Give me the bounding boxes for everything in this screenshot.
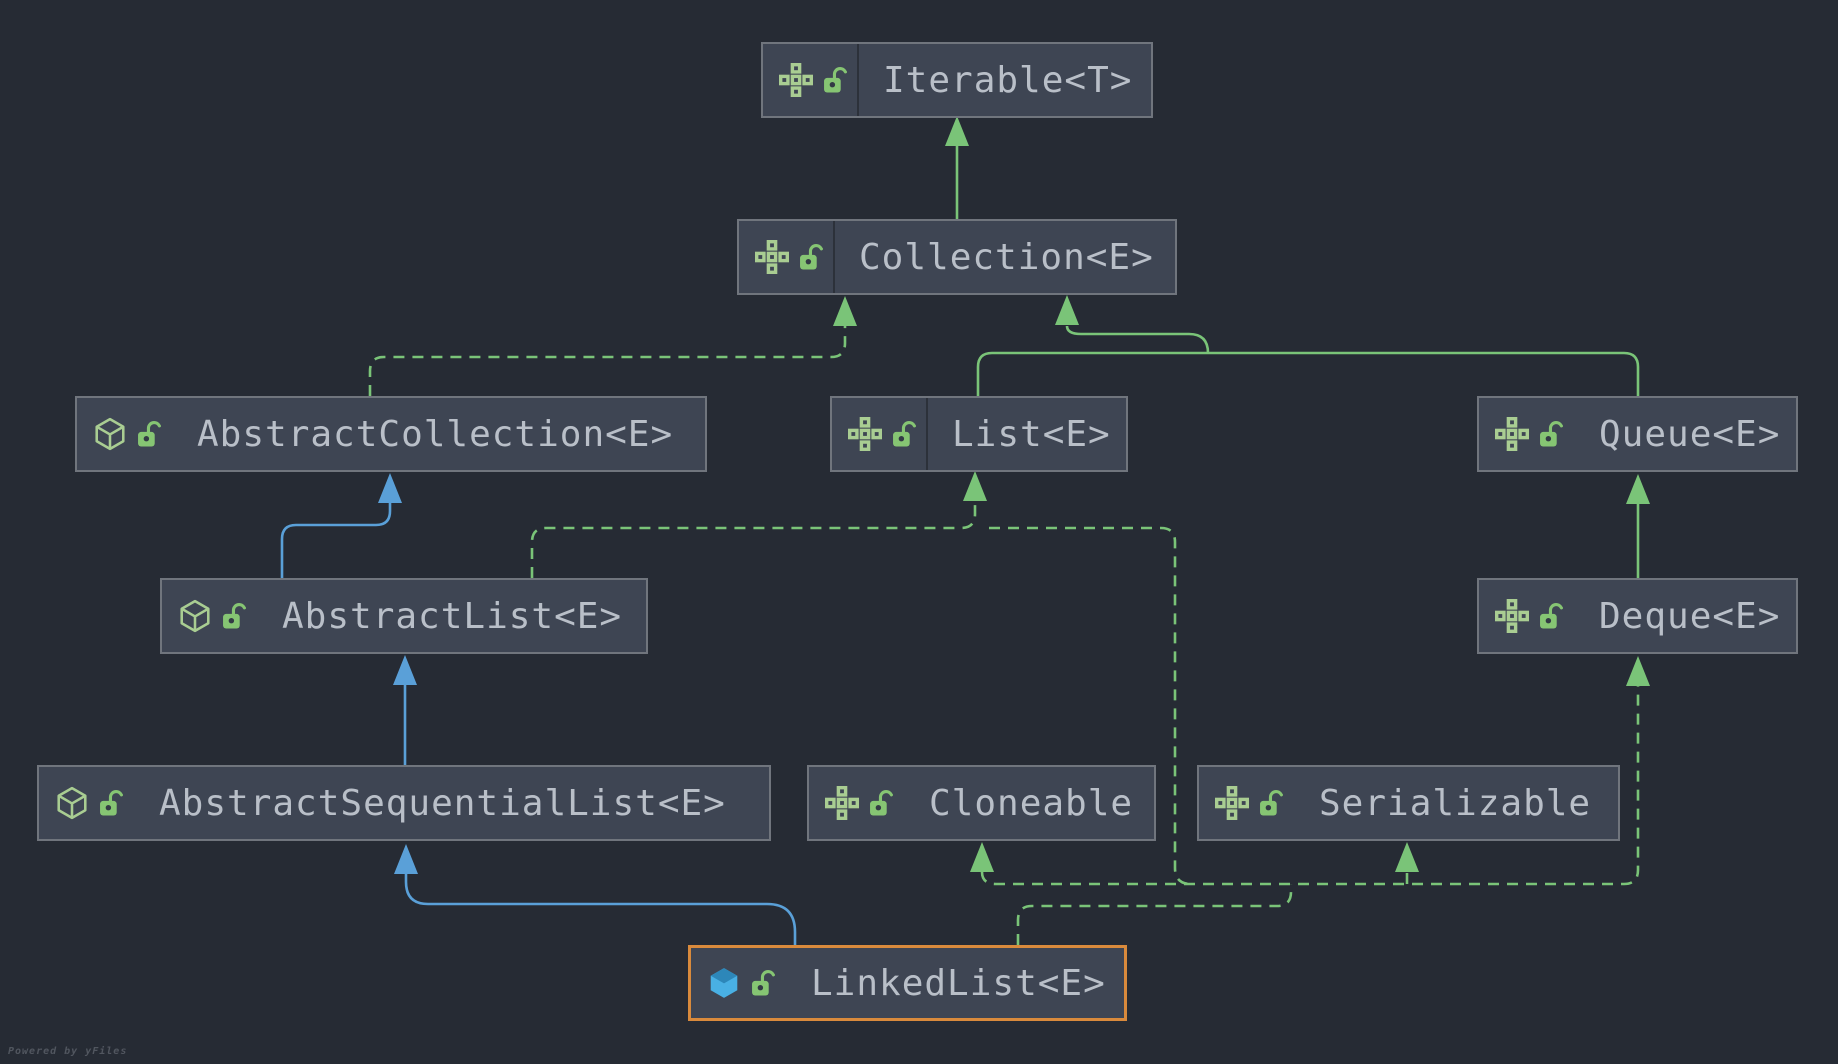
node-linkedlist-selected[interactable]: LinkedList<E> — [688, 945, 1127, 1021]
node-icon-cell — [809, 767, 905, 839]
node-label: Iterable<T> — [883, 59, 1133, 101]
node-abstractsequentiallist[interactable]: AbstractSequentialList<E> — [37, 765, 771, 841]
abstract-class-icon — [54, 786, 90, 820]
edge-linkedlist-implements-serializable[interactable] — [1395, 842, 1419, 884]
unlocked-padlock-icon — [751, 968, 776, 998]
node-collection[interactable]: Collection<E> — [737, 219, 1177, 295]
unlocked-padlock-icon — [869, 788, 894, 818]
node-iterable[interactable]: Iterable<T> — [761, 42, 1153, 118]
abstract-class-icon — [177, 599, 213, 633]
node-icon-cell — [1479, 580, 1575, 652]
node-label: LinkedList<E> — [811, 962, 1106, 1004]
node-label: AbstractList<E> — [282, 595, 623, 637]
interface-icon — [824, 786, 860, 820]
edge-linkedlist-implements-list[interactable] — [989, 526, 1192, 886]
node-icon-cell — [39, 767, 135, 839]
interface-icon — [1214, 786, 1250, 820]
unlocked-padlock-icon — [137, 419, 162, 449]
node-serializable[interactable]: Serializable — [1197, 765, 1620, 841]
edge-list-queue-extends-collection[interactable] — [976, 295, 1640, 396]
interface-icon — [754, 240, 790, 274]
interface-icon — [1494, 417, 1530, 451]
unlocked-padlock-icon — [823, 65, 848, 95]
node-deque[interactable]: Deque<E> — [1477, 578, 1798, 654]
edge-linkedlist-implements-stem[interactable] — [1016, 884, 1293, 945]
unlocked-padlock-icon — [222, 601, 247, 631]
powered-by-yfiles-watermark: Powered by yFiles — [8, 1046, 128, 1057]
node-icon-cell — [1199, 767, 1295, 839]
node-queue[interactable]: Queue<E> — [1477, 396, 1798, 472]
node-cloneable[interactable]: Cloneable — [807, 765, 1156, 841]
edge-asl-extends-abstractlist[interactable] — [393, 655, 417, 765]
node-label: AbstractCollection<E> — [197, 413, 674, 455]
node-icon-cell — [763, 44, 859, 116]
edge-abstractlist-implements-list[interactable] — [530, 471, 987, 578]
node-label: Deque<E> — [1599, 595, 1781, 637]
node-icon-cell — [77, 398, 173, 470]
unlocked-padlock-icon — [1259, 788, 1284, 818]
node-abstractcollection[interactable]: AbstractCollection<E> — [75, 396, 707, 472]
node-icon-cell — [739, 221, 835, 293]
abstract-class-icon — [92, 417, 128, 451]
node-list[interactable]: List<E> — [830, 396, 1128, 472]
node-abstractlist[interactable]: AbstractList<E> — [160, 578, 648, 654]
node-label: Cloneable — [929, 782, 1134, 824]
node-icon-cell — [162, 580, 258, 652]
unlocked-padlock-icon — [1539, 601, 1564, 631]
node-label: Queue<E> — [1599, 413, 1781, 455]
edge-linkedlist-implements-cloneable-deque-channel[interactable] — [970, 656, 1650, 886]
edge-abstractlist-extends-abstractcollection[interactable] — [280, 473, 402, 578]
class-icon — [706, 966, 742, 1000]
edge-deque-extends-queue[interactable] — [1626, 474, 1650, 578]
node-label: Serializable — [1319, 782, 1592, 824]
edge-linkedlist-extends-asl[interactable] — [394, 844, 797, 945]
edge-abstractcollection-implements-collection[interactable] — [368, 296, 857, 396]
node-icon-cell — [1479, 398, 1575, 470]
unlocked-padlock-icon — [799, 242, 824, 272]
node-label: List<E> — [952, 413, 1111, 455]
node-label: Collection<E> — [859, 236, 1154, 278]
interface-icon — [1494, 599, 1530, 633]
unlocked-padlock-icon — [1539, 419, 1564, 449]
interface-icon — [847, 417, 883, 451]
node-icon-cell — [832, 398, 928, 470]
interface-icon — [778, 63, 814, 97]
unlocked-padlock-icon — [99, 788, 124, 818]
node-label: AbstractSequentialList<E> — [159, 782, 726, 824]
edge-collection-extends-iterable[interactable] — [945, 116, 969, 219]
unlocked-padlock-icon — [892, 419, 917, 449]
node-icon-cell — [691, 948, 787, 1018]
